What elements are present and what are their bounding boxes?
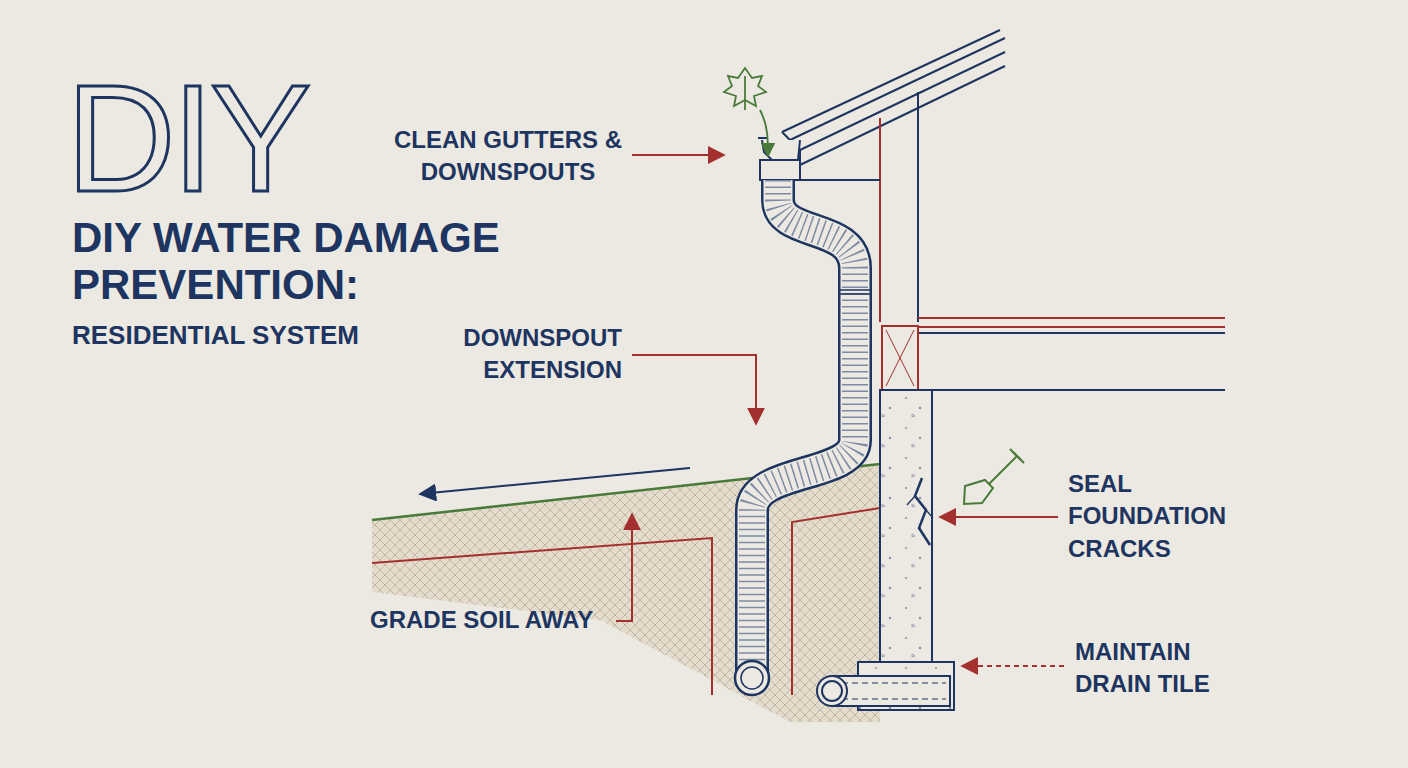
subtitle: RESIDENTIAL SYSTEM	[72, 320, 492, 351]
roof	[782, 30, 1005, 165]
callout-text: MAINTAIN DRAIN TILE	[1075, 636, 1230, 701]
big-initials: DIY	[66, 62, 396, 214]
foundation-wall	[880, 390, 933, 664]
downspout	[735, 180, 872, 695]
soil	[372, 464, 880, 722]
page-title: DIY WATER DAMAGE PREVENTION:	[72, 214, 542, 308]
callout-text: DOWNSPOUT EXTENSION	[450, 322, 622, 387]
drain-tile	[817, 676, 950, 706]
shovel-icon	[964, 449, 1024, 504]
leaf-icon	[724, 68, 768, 156]
callout-text: CLEAN GUTTERS & DOWNSPOUTS	[394, 124, 622, 189]
callout-text: SEAL FOUNDATION CRACKS	[1068, 468, 1248, 565]
callout-text: GRADE SOIL AWAY	[370, 604, 610, 635]
gutter	[758, 138, 800, 180]
leader-lines	[616, 155, 1064, 666]
